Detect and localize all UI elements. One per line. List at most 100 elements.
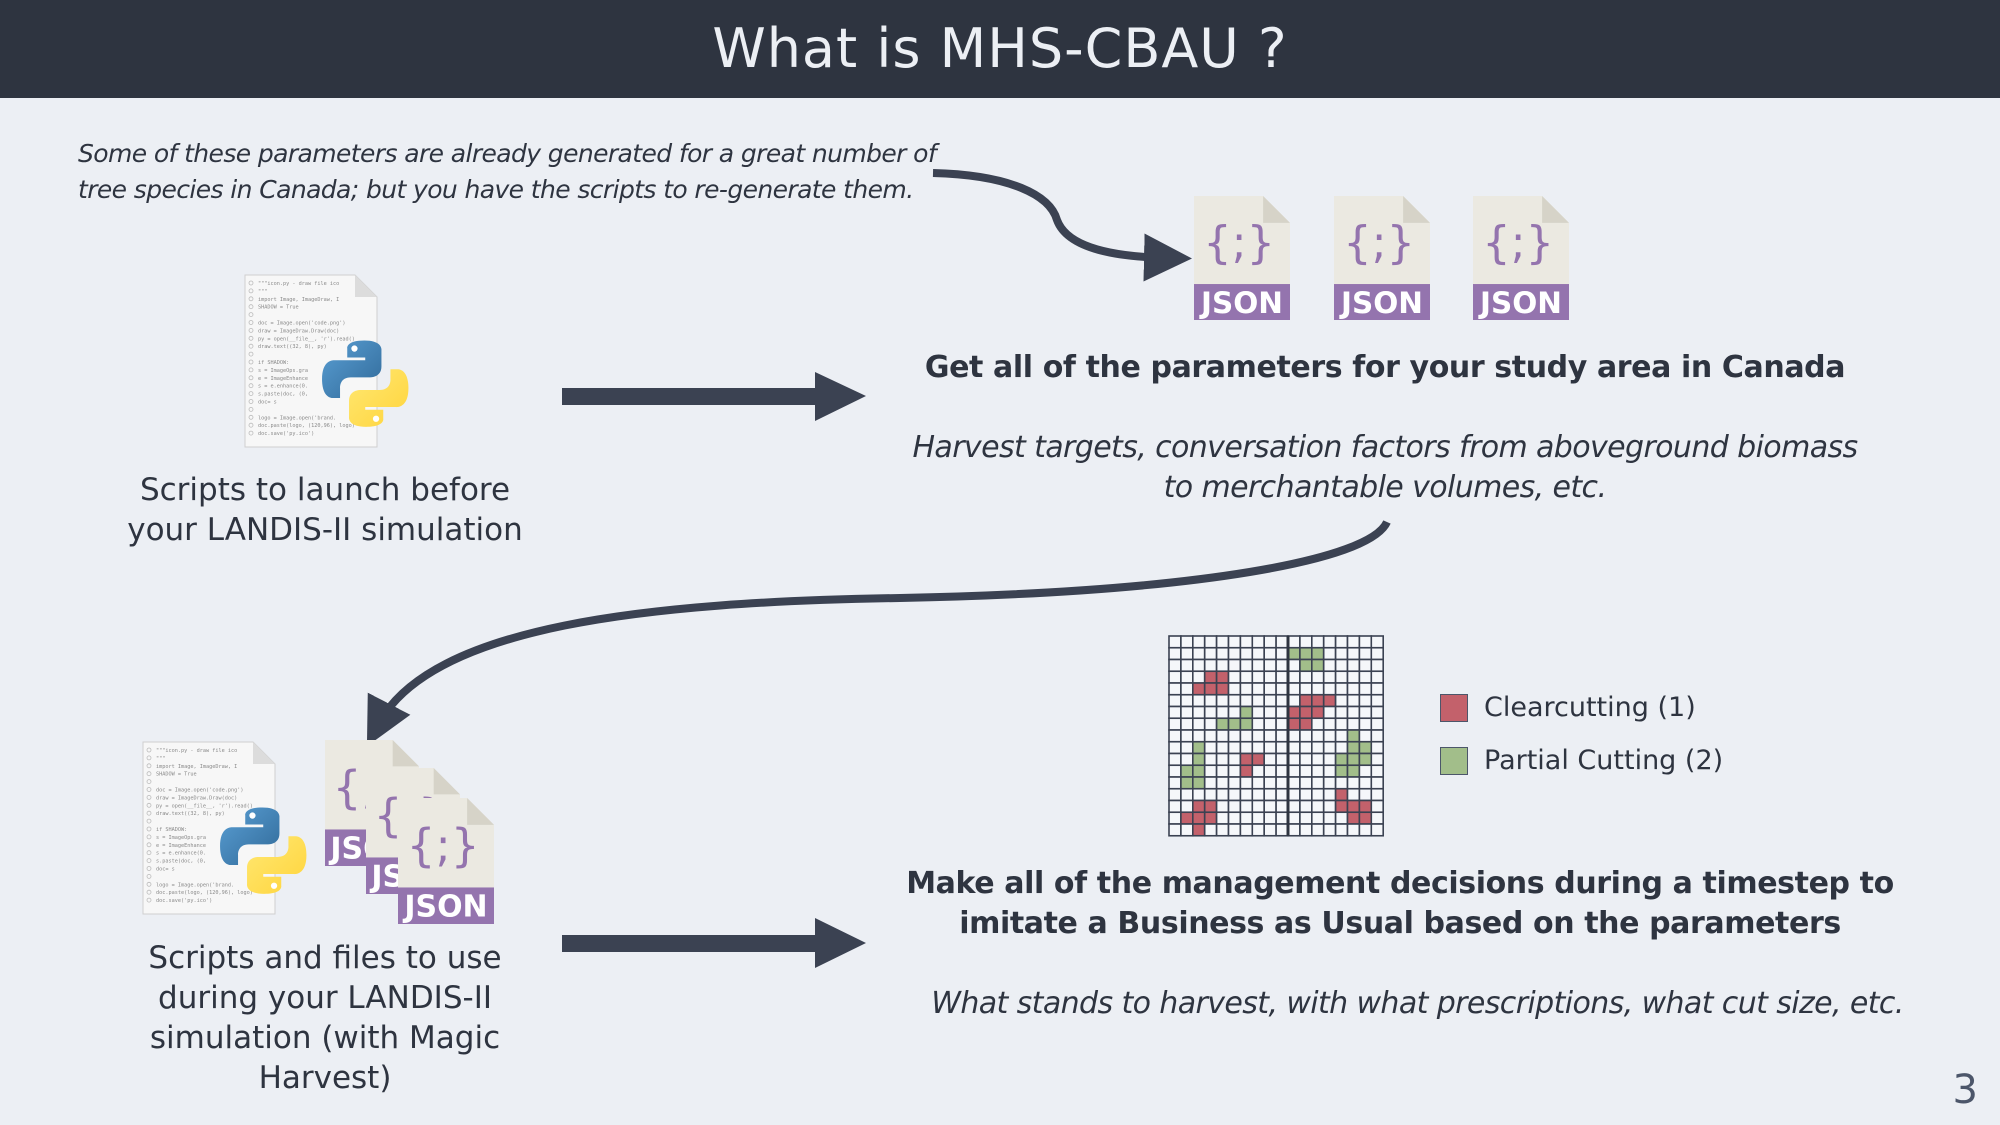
grid-cell (1263, 717, 1277, 731)
grid-cell (1275, 823, 1289, 837)
step2-description: Harvest targets, conversation factors fr… (900, 428, 1870, 508)
intro-note-line: Some of these parameters are already gen… (78, 139, 937, 168)
grid-cell (1192, 670, 1206, 684)
grid-cell (1215, 823, 1230, 837)
grid-cell (1215, 752, 1230, 767)
grid-cell (1168, 717, 1182, 731)
harvested-cell (1346, 729, 1361, 743)
harvested-cell (1239, 717, 1254, 731)
grid-cell (1334, 729, 1349, 743)
grid-cell (1275, 646, 1289, 661)
grid-cell (1203, 635, 1218, 649)
grid-cell (1358, 646, 1373, 661)
grid-cell (1203, 717, 1218, 731)
grid-cell (1203, 740, 1218, 755)
grid-cell (1322, 635, 1337, 649)
grid-cell (1239, 729, 1254, 743)
grid-cell (1322, 811, 1337, 825)
grid-cell (1239, 658, 1254, 673)
grid-cell (1227, 823, 1242, 837)
grid-cell (1239, 740, 1254, 755)
grid-cell (1334, 670, 1349, 684)
intro-note-line: tree species in Canada; but you have the… (78, 175, 914, 204)
harvested-cell (1215, 670, 1230, 684)
grid-cell (1275, 776, 1289, 790)
harvested-cell (1192, 823, 1206, 837)
binder-hole (146, 842, 152, 848)
grid-cell (1263, 693, 1277, 708)
grid-cell (1346, 682, 1361, 696)
grid-cell (1334, 682, 1349, 696)
binder-hole (248, 343, 254, 349)
harvested-cell (1299, 717, 1313, 731)
grid-cell (1346, 717, 1361, 731)
grid-cell (1227, 764, 1242, 778)
grid-cell (1203, 752, 1218, 767)
arrow-right-bottom (562, 918, 866, 968)
grid-cell (1275, 705, 1289, 720)
grid-cell (1251, 646, 1266, 661)
code-line: draw.text((32, 8), py) (258, 344, 327, 350)
grid-cell (1168, 752, 1182, 767)
harvested-cell (1346, 811, 1361, 825)
grid-cell (1251, 787, 1266, 802)
grid-cell (1215, 787, 1230, 802)
grid-cell (1168, 776, 1182, 790)
grid-cell (1215, 740, 1230, 755)
json-file-icon: JSON{;} (1194, 196, 1290, 320)
grid-cell (1299, 752, 1313, 767)
curly-braces-icon: {;} (1343, 217, 1415, 269)
harvested-cell (1203, 682, 1218, 696)
grid-cell (1168, 787, 1182, 802)
harvested-cell (1299, 705, 1313, 720)
grid-cell (1370, 764, 1385, 778)
grid-cell (1239, 787, 1254, 802)
grid-cell (1311, 740, 1325, 755)
grid-cell (1192, 693, 1206, 708)
code-line: logo = Image.open('brand. (258, 415, 336, 421)
grid-cell (1346, 635, 1361, 649)
grid-cell (1227, 693, 1242, 708)
grid-cell (1251, 717, 1266, 731)
harvested-cell (1180, 764, 1194, 778)
grid-cell (1370, 752, 1385, 767)
grid-cell (1168, 646, 1182, 661)
binder-hole (146, 850, 152, 856)
harvested-cell (1192, 752, 1206, 767)
grid-cell (1287, 658, 1301, 673)
grid-cell (1275, 764, 1289, 778)
grid-cell (1263, 823, 1277, 837)
harvested-cell (1203, 670, 1218, 684)
grid-cell (1334, 823, 1349, 837)
grid-cell (1299, 729, 1313, 743)
code-line: import Image, ImageDraw, I (258, 297, 339, 303)
grid-cell (1239, 682, 1254, 696)
grid-cell (1251, 693, 1266, 708)
grid-cell (1215, 776, 1230, 790)
grid-cell (1263, 635, 1277, 649)
grid-cell (1358, 693, 1373, 708)
grid-cell (1227, 776, 1242, 790)
harvested-cell (1287, 717, 1301, 731)
grid-cell (1227, 729, 1242, 743)
grid-cell (1192, 705, 1206, 720)
harvested-cell (1180, 776, 1194, 790)
binder-hole (248, 375, 254, 381)
code-line: SHADOW = True (156, 772, 197, 778)
grid-cell (1311, 811, 1325, 825)
grid-cell (1168, 729, 1182, 743)
grid-cell (1227, 635, 1242, 649)
grid-cell (1370, 717, 1385, 731)
code-line: if SHADOW: (258, 360, 289, 366)
harvested-cell (1203, 799, 1218, 814)
grid-cell (1192, 729, 1206, 743)
grid-cell (1334, 693, 1349, 708)
grid-cell (1251, 799, 1266, 814)
harvested-cell (1346, 740, 1361, 755)
grid-cell (1299, 787, 1313, 802)
step4-description: What stands to harvest, with what prescr… (931, 986, 1904, 1021)
harvested-cell (1346, 752, 1361, 767)
grid-cell (1287, 823, 1301, 837)
caption-line: during your LANDIS-II (158, 980, 492, 1016)
grid-cell (1346, 646, 1361, 661)
